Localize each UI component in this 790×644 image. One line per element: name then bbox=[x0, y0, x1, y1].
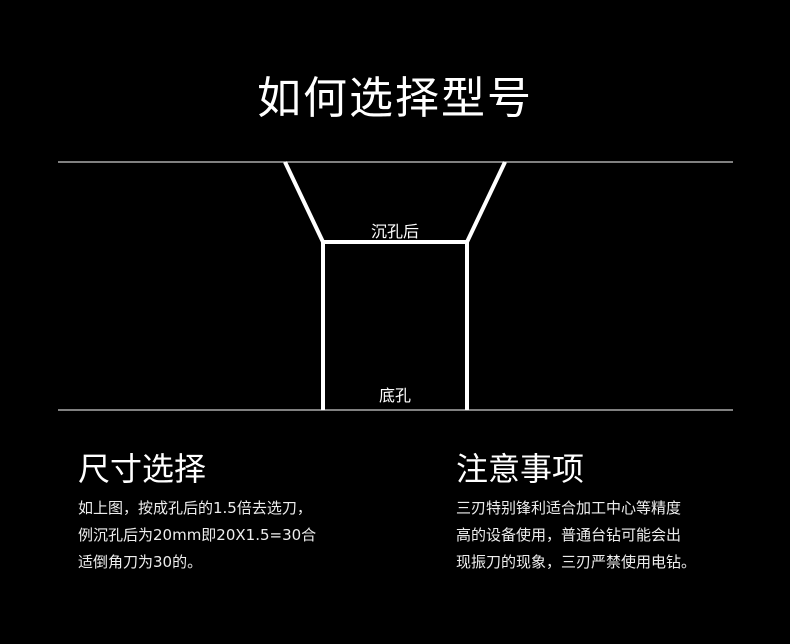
text-line: 三刃特别锋利适合加工中心等精度 bbox=[456, 499, 682, 517]
size-text: 如上图，按成孔后的1.5倍去选刀， 例沉孔后为20mm即20X1.5=30合 适… bbox=[78, 495, 316, 576]
text-line: 现振刀的现象，三刃严禁使用电钻。 bbox=[456, 553, 697, 571]
text-line: 如上图，按成孔后的1.5倍去选刀， bbox=[78, 499, 312, 517]
bottom-hole-label: 底孔 bbox=[378, 386, 411, 405]
text-line: 高的设备使用，普通台钻可能会出 bbox=[456, 526, 682, 544]
page-title: 如何选择型号 bbox=[257, 73, 533, 124]
hole-profile-right bbox=[465, 161, 507, 410]
counterbore-label: 沉孔后 bbox=[370, 222, 419, 241]
notes-text: 三刃特别锋利适合加工中心等精度 高的设备使用，普通台钻可能会出 现振刀的现象，三… bbox=[456, 495, 696, 576]
text-line: 适倒角刀为30的。 bbox=[78, 553, 203, 571]
notes-heading: 注意事项 bbox=[456, 450, 585, 488]
size-heading: 尺寸选择 bbox=[78, 450, 207, 488]
hole-profile bbox=[283, 161, 325, 410]
text-line: 例沉孔后为20mm即20X1.5=30合 bbox=[78, 526, 317, 544]
